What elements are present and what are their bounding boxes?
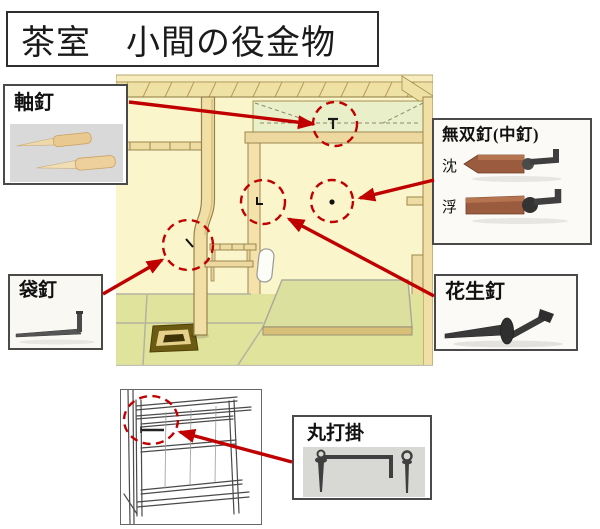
tokonoma-ceiling [252,100,426,133]
hanaikekugi-label: 花生釘 [445,281,505,303]
hanaikekugi-photo [444,309,563,348]
window-frame-lines [123,390,252,524]
tokonoma-platform [261,279,413,336]
fukurokugi-label-box: 袋釘 [8,274,103,350]
musokugi-float-label: 浮 [442,199,458,216]
tearoom-illustration [116,74,433,366]
otoshigake-beam [244,131,433,144]
musokugi-sunk-row: 沈 [442,146,590,184]
latch-bar [324,455,393,478]
jikukugi-label-box: 軸釘 [3,84,128,185]
musokugi-label: 無双釘(中釘) [442,125,539,144]
fukurokugi-label: 袋釘 [19,280,58,301]
window-sketch [120,389,262,525]
bamboo-rail [117,141,203,151]
maruuchikake-label-box: 丸打掛 [292,415,432,500]
musokugi-float-photo [465,189,568,225]
musokugi-float-row: 浮 [442,186,590,226]
musokugi-sunk-photo [463,149,562,183]
hearth [149,323,199,353]
musokugi-nail-mark [329,199,335,205]
musokugi-sunk-label: 沈 [442,158,458,175]
fukurokugi-photo [15,311,95,345]
page-title-box: 茶室 小間の役金物 [6,11,379,67]
small-window [256,248,275,283]
latch-right-post [401,450,413,493]
wooden-nail [16,132,92,148]
jikukugi-photo [10,124,123,182]
hanaikekugi-label-box: 花生釘 [434,274,578,351]
musokugi-label-box: 無双釘(中釘) 沈 浮 [432,118,592,245]
page-title: 茶室 小間の役金物 [21,24,336,62]
jikukugi-label: 軸釘 [14,92,54,114]
wooden-nail [36,155,116,171]
latch-mark [140,426,164,433]
maruuchikake-photo [303,447,425,497]
eave-beam [116,74,433,111]
maruuchikake-label: 丸打掛 [307,423,365,444]
